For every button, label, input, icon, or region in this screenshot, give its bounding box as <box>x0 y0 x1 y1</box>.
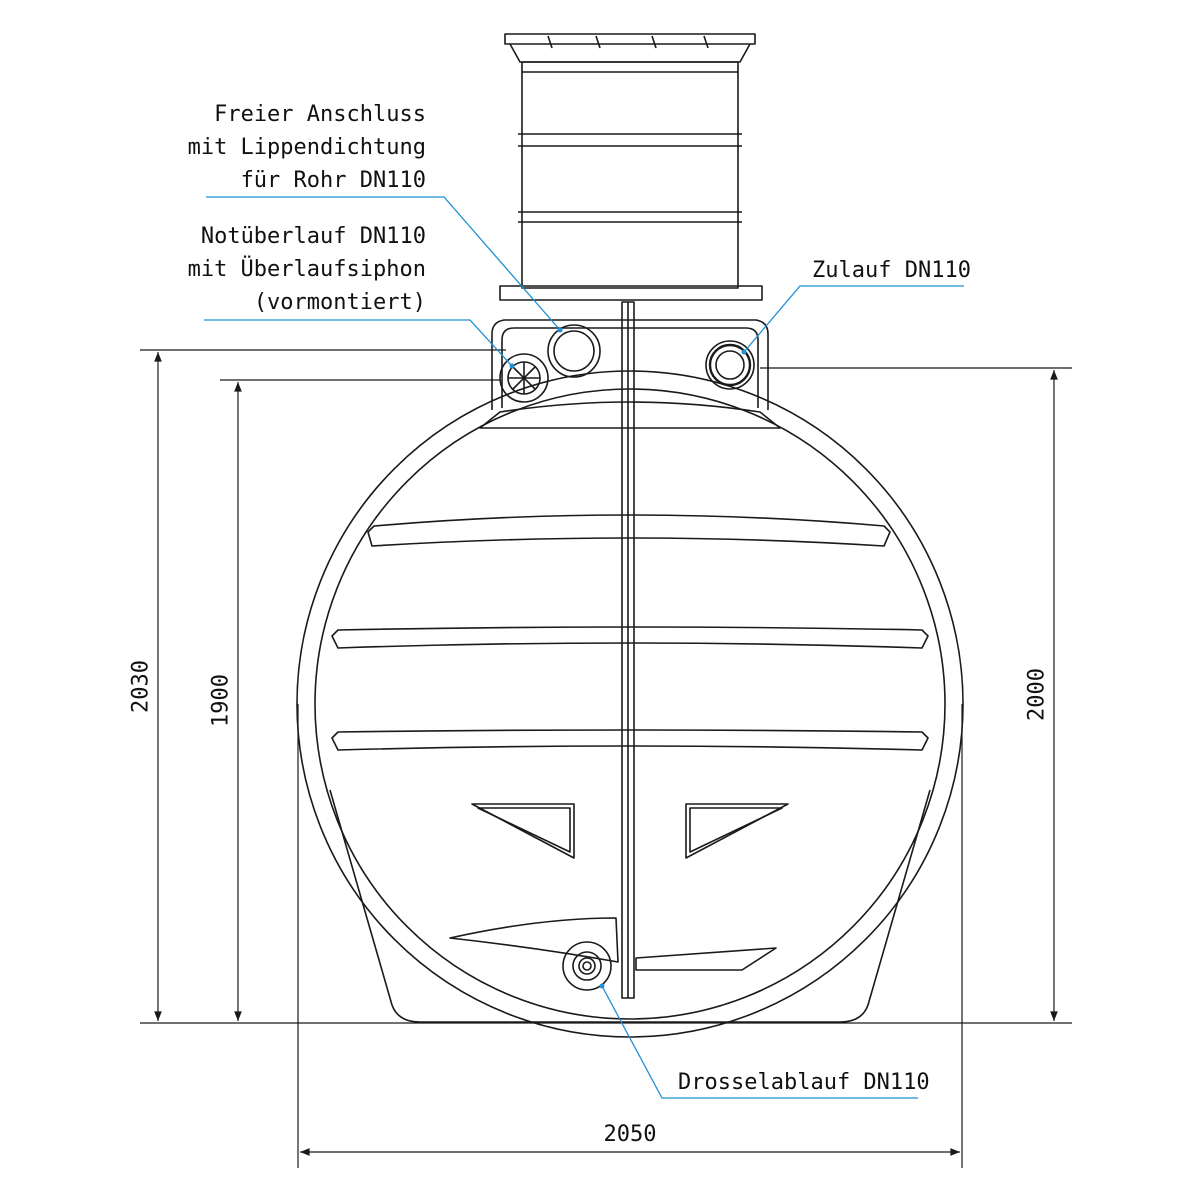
rib-3 <box>331 729 929 751</box>
shaft-extension <box>499 61 763 301</box>
rib-2 <box>331 626 929 649</box>
free-connection-port <box>547 324 601 378</box>
tank-body-inner <box>314 388 946 1020</box>
tank-dome-neck <box>491 319 769 410</box>
tank-base <box>329 789 931 1023</box>
leader-overflow <box>204 319 513 367</box>
leader-free-connection <box>206 196 561 331</box>
label-free-connection-line-2: mit Lippendichtung <box>187 135 426 160</box>
label-emergency-overflow: Notüberlauf DN110 mit Überlaufsiphon (vo… <box>188 220 426 319</box>
leader-inlet <box>743 285 964 353</box>
throttle-outlet-port <box>562 941 612 991</box>
label-overflow-line-2: mit Überlaufsiphon <box>187 257 426 282</box>
label-overflow-line-1: Notüberlauf DN110 <box>200 224 426 249</box>
tank-body-outer <box>296 370 964 1038</box>
inlet-port <box>705 340 755 390</box>
emergency-overflow-port <box>499 353 549 403</box>
dim-value-1900: 1900 <box>208 674 234 727</box>
label-inlet: Zulauf DN110 <box>812 258 971 283</box>
shaft-cover <box>504 33 756 63</box>
label-free-connection-line-1: Freier Anschluss <box>214 102 426 127</box>
label-overflow-line-3: (vormontiert) <box>253 290 426 315</box>
label-throttle-outlet: Drosselablauf DN110 <box>678 1070 930 1095</box>
dim-value-2030: 2030 <box>128 660 154 713</box>
dim-value-2000: 2000 <box>1024 668 1050 721</box>
label-free-connection-line-3: für Rohr DN110 <box>240 168 426 193</box>
triangle-left <box>471 803 575 859</box>
dim-value-2050: 2050 <box>603 1122 657 1147</box>
bottom-fin-right <box>635 947 777 971</box>
rib-1 <box>367 514 891 547</box>
bottom-fin-left <box>449 917 619 963</box>
triangle-right <box>685 803 789 859</box>
leader-throttle <box>601 985 918 1099</box>
label-free-connection: Freier Anschluss mit Lippendichtung für … <box>188 98 426 197</box>
